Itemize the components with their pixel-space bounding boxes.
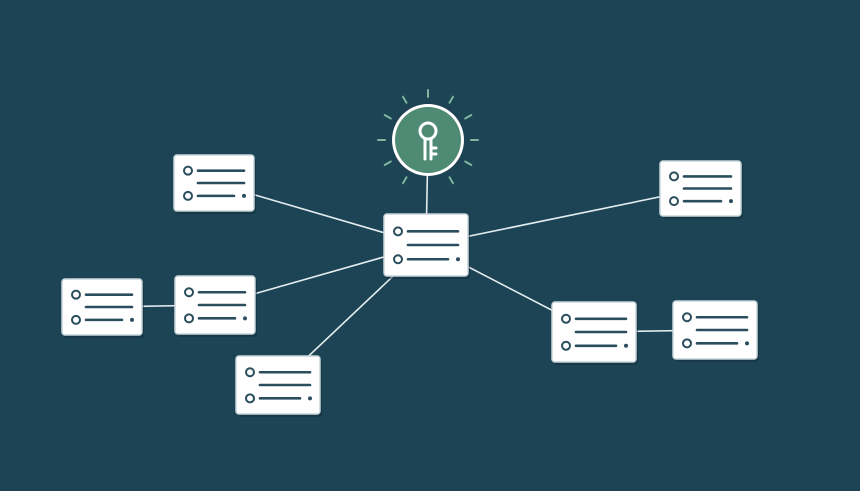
document-card-icon bbox=[561, 313, 628, 351]
card-node-far-left bbox=[61, 278, 144, 338]
card-node-right-middle bbox=[551, 301, 638, 365]
document-card-icon bbox=[183, 165, 246, 201]
card-node-top-right bbox=[659, 160, 743, 219]
hub-ray bbox=[448, 176, 454, 185]
hub-ray bbox=[402, 95, 408, 104]
hub-ray bbox=[448, 95, 454, 104]
key-icon bbox=[418, 121, 438, 161]
hub-ray bbox=[383, 160, 392, 166]
hub-ray bbox=[383, 114, 392, 120]
card-node-top-left bbox=[173, 154, 256, 214]
card-node-center bbox=[383, 213, 470, 279]
card-node-far-right bbox=[672, 300, 759, 362]
card-node-bottom-left bbox=[235, 355, 322, 417]
hub-ray bbox=[464, 114, 473, 120]
document-card-icon bbox=[682, 312, 749, 349]
document-card-icon bbox=[184, 287, 247, 324]
hub-ray bbox=[464, 160, 473, 166]
document-card-icon bbox=[393, 226, 460, 265]
hub-ray bbox=[402, 176, 408, 185]
hub-layer bbox=[377, 89, 479, 185]
hub-rays bbox=[377, 89, 479, 185]
card-node-left-middle bbox=[174, 275, 257, 337]
hub-key-node bbox=[377, 89, 479, 185]
document-card-icon bbox=[245, 367, 312, 404]
nodes-layer bbox=[61, 154, 759, 417]
document-card-icon bbox=[669, 171, 733, 207]
connector-center-top-right bbox=[425, 187, 701, 246]
document-card-icon bbox=[71, 289, 134, 325]
